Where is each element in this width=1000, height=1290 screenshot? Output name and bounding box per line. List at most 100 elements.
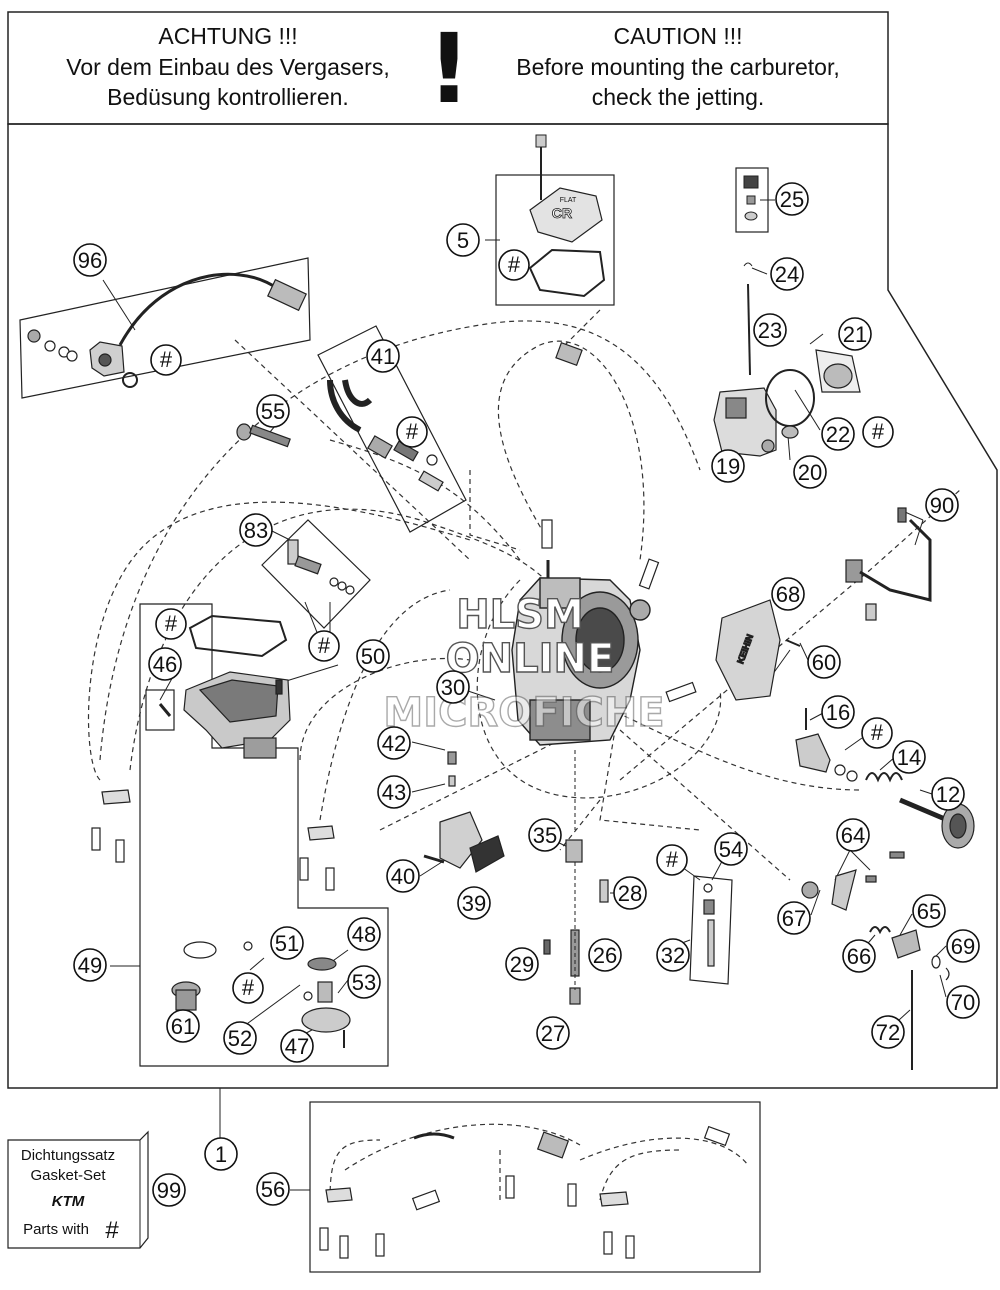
hash-symbol-icon: #: [666, 847, 679, 872]
choke-kit-part: [327, 379, 444, 492]
callout-number: 25: [780, 187, 804, 212]
callout-number: 50: [361, 644, 385, 669]
callout-circle: [152, 1173, 186, 1207]
hash-symbol-icon: #: [406, 419, 419, 444]
callout-number: 61: [171, 1014, 195, 1039]
needle-kit-box: [689, 875, 733, 985]
caution-title-en: CAUTION !!!: [613, 23, 742, 49]
callout-circle: [223, 1021, 257, 1055]
callout-circle: [871, 1015, 905, 1049]
callout-24: 24: [770, 257, 804, 291]
callout-66: 66: [842, 939, 876, 973]
hash-symbol-icon: #: [508, 252, 521, 277]
caution-line2-de: Bedüsung kontrollieren.: [107, 84, 349, 110]
callout-number: 24: [775, 262, 799, 287]
float-bowl-part: [158, 614, 291, 759]
callout-27: 27: [536, 1016, 570, 1050]
callout-number: 20: [798, 460, 822, 485]
callout-circle: [711, 449, 745, 483]
callout-40: 40: [386, 859, 420, 893]
callout-30: 30: [436, 670, 470, 704]
callout-circle: [793, 455, 827, 489]
callout-circle: [925, 488, 959, 522]
caution-header: ACHTUNG !!! Vor dem Einbau des Vergasers…: [7, 11, 889, 125]
hash-symbol-icon: #: [242, 975, 255, 1000]
callout-circle: [356, 639, 390, 673]
callout-circle: [777, 901, 811, 935]
callout-number: 32: [661, 943, 685, 968]
callout-number: 1: [215, 1142, 227, 1167]
screw-46-box: [145, 689, 175, 731]
callout-circle: [239, 513, 273, 547]
callout-circle: [73, 243, 107, 277]
callout-25: 25: [775, 182, 809, 216]
callout-47: 47: [280, 1029, 314, 1063]
hash-marker: #: [656, 844, 688, 876]
callout-number: 47: [285, 1034, 309, 1059]
hash-circle: [396, 416, 428, 448]
callout-14: 14: [892, 740, 926, 774]
callout-circle: [775, 182, 809, 216]
hose-nozzles: [91, 341, 697, 891]
callout-number: 39: [462, 891, 486, 916]
callout-number: 21: [843, 322, 867, 347]
callout-20: 20: [793, 455, 827, 489]
callout-circle: [656, 938, 690, 972]
callout-circle: [836, 818, 870, 852]
callout-65: 65: [912, 894, 946, 928]
hash-symbol-icon: #: [165, 611, 178, 636]
callout-32: 32: [656, 938, 690, 972]
hash-symbol-icon: #: [318, 633, 331, 658]
callout-number: 12: [936, 782, 960, 807]
callout-35: 35: [528, 818, 562, 852]
callout-circle: [946, 985, 980, 1019]
callout-number: 66: [847, 944, 871, 969]
callout-number: 55: [261, 399, 285, 424]
callout-50: 50: [356, 639, 390, 673]
callout-circle: [912, 894, 946, 928]
bowl-bottom-parts: [171, 941, 351, 1048]
callout-16: 16: [821, 695, 855, 729]
callout-number: 65: [917, 899, 941, 924]
caution-title-de: ACHTUNG !!!: [158, 23, 297, 49]
callout-67: 67: [777, 901, 811, 935]
hash-markers: #########: [150, 249, 894, 1004]
callout-64: 64: [836, 818, 870, 852]
callout-61: 61: [166, 1009, 200, 1043]
callout-29: 29: [505, 947, 539, 981]
float-cover-box: [495, 174, 615, 306]
hash-circle: [498, 249, 530, 281]
gasket-kit-box: Dichtungssatz Gasket-Set KTM Parts with …: [7, 1130, 149, 1249]
callout-circle: [366, 339, 400, 373]
callout-46: 46: [148, 647, 182, 681]
hose-kit-box: [309, 1101, 761, 1273]
callout-number: 51: [275, 931, 299, 956]
callout-circle: [386, 859, 420, 893]
callout-number: 19: [716, 454, 740, 479]
callout-52: 52: [223, 1021, 257, 1055]
callout-55: 55: [256, 394, 290, 428]
callout-26: 26: [588, 938, 622, 972]
hot-start-part: [845, 507, 932, 621]
callout-number: 69: [951, 934, 975, 959]
hash-marker: #: [155, 608, 187, 640]
idle-screw-part: [236, 423, 291, 448]
callout-circle: [771, 577, 805, 611]
callout-circle: [204, 1137, 238, 1171]
pump-assembly-part: [713, 349, 861, 457]
callout-circle: [892, 740, 926, 774]
float-bowl-box: [139, 603, 389, 1067]
pump-cover-part: KEIHIN: [715, 599, 801, 701]
callout-number: 30: [441, 675, 465, 700]
hash-circle: [656, 844, 688, 876]
callout-circle: [613, 876, 647, 910]
callout-number: 64: [841, 823, 865, 848]
choke-kit-box: [317, 325, 467, 533]
float-cover-flat-label: FLAT: [560, 197, 577, 204]
callout-circle: [838, 317, 872, 351]
hash-symbol-icon: #: [871, 720, 884, 745]
callout-number: 90: [930, 493, 954, 518]
hash-marker: #: [498, 249, 530, 281]
callout-circle: [256, 394, 290, 428]
